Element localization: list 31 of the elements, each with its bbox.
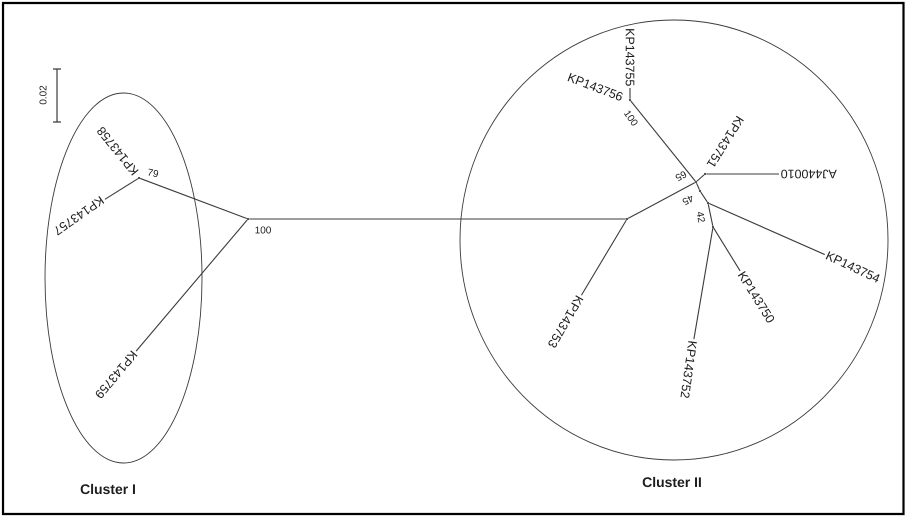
- branch-point: [706, 202, 710, 204]
- cluster-label: Cluster II: [642, 476, 701, 488]
- branch-line: [140, 178, 247, 220]
- branch-line: [628, 182, 696, 219]
- branch-line: [706, 173, 779, 175]
- tip-label: AJ440010: [781, 170, 837, 178]
- branch-line: [136, 220, 248, 352]
- bootstrap-value: 42: [697, 212, 705, 223]
- branch-line: [693, 228, 714, 340]
- bootstrap-value: 100: [255, 226, 271, 234]
- tip-label: KP143752: [680, 341, 697, 398]
- branch-line: [104, 178, 138, 200]
- branch-line: [708, 204, 714, 226]
- branch-line: [629, 88, 631, 99]
- branch-line: [708, 203, 825, 256]
- bootstrap-value: 45: [682, 196, 692, 206]
- branch-line: [696, 174, 704, 182]
- branch-line: [630, 100, 696, 182]
- branch-line: [249, 218, 626, 220]
- scale-label: 0.02: [39, 86, 47, 104]
- tip-label: KP143755: [626, 29, 634, 86]
- branch-point: [626, 218, 628, 220]
- branch-line: [696, 182, 700, 190]
- bootstrap-value: 65: [676, 171, 686, 182]
- branch-line: [580, 220, 627, 296]
- bootstrap-value: 79: [148, 168, 158, 178]
- branch-line: [700, 192, 708, 202]
- branch-line: [713, 228, 741, 272]
- cluster-label: Cluster I: [80, 484, 135, 494]
- branch-point: [704, 172, 706, 176]
- bootstrap-value: 100: [624, 110, 638, 126]
